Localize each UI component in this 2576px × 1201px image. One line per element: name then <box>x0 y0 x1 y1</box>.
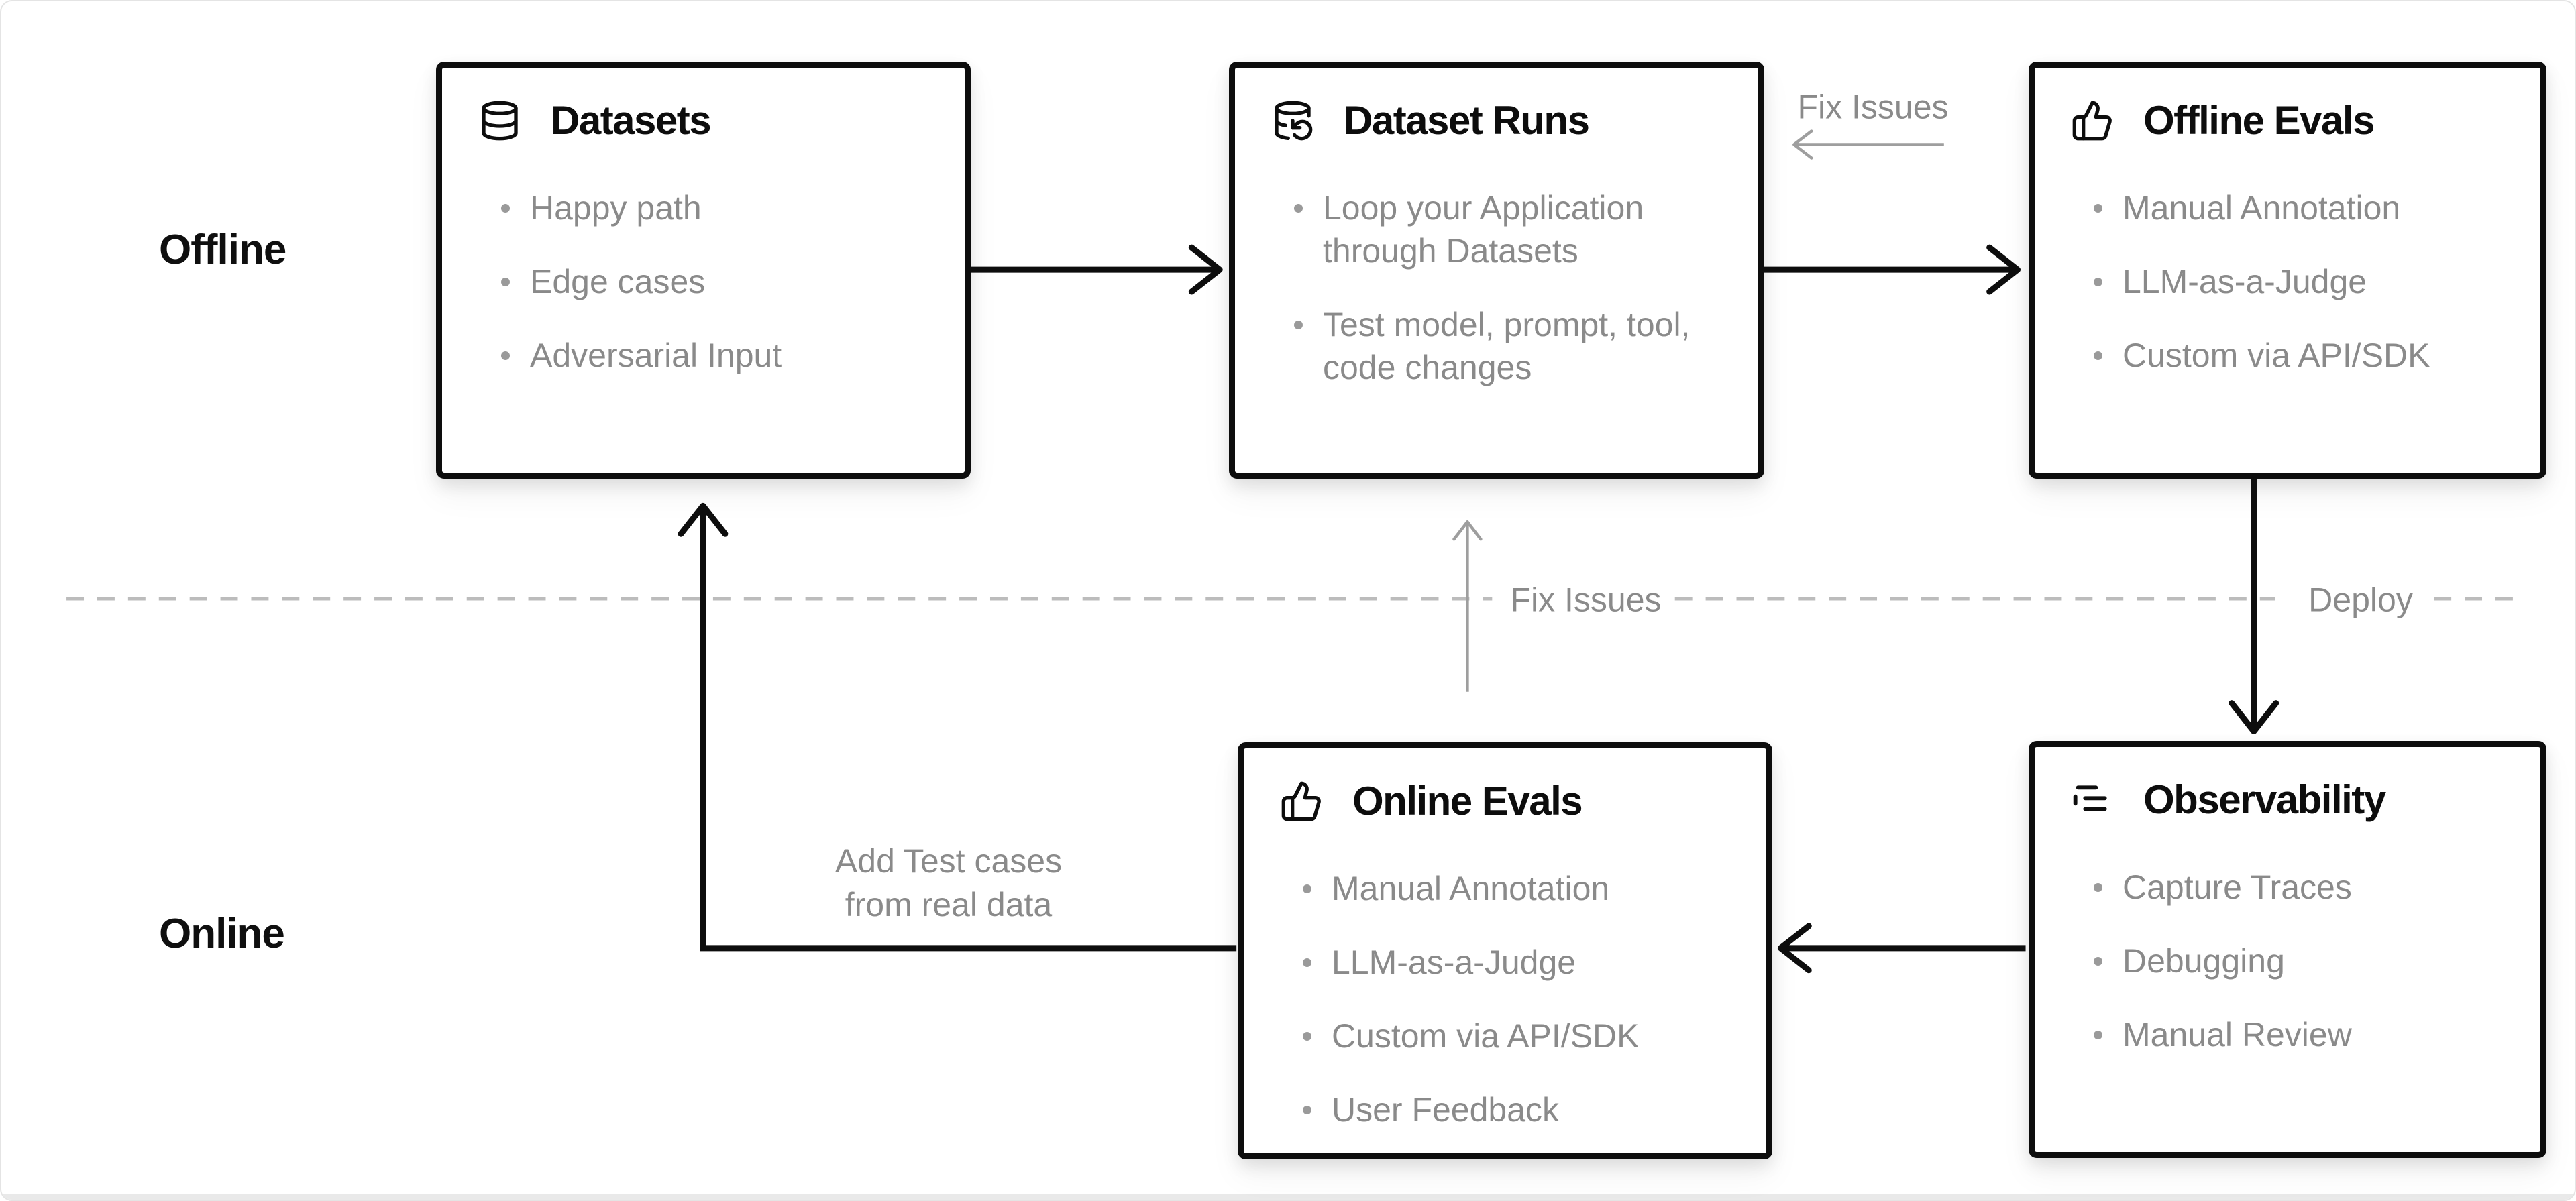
lane-label-offline: Offline <box>159 227 286 273</box>
box-observability-title: Observability <box>2143 777 2386 822</box>
bullet-dot <box>501 278 510 286</box>
lane-label-online: Online <box>159 911 285 957</box>
database-icon <box>478 99 521 142</box>
list-item: Manual Annotation <box>2094 186 2504 229</box>
box-datasets-header: Datasets <box>478 97 928 144</box>
box-dataset-runs-title: Dataset Runs <box>1344 98 1590 143</box>
add-test-cases-line2: from real data <box>845 886 1053 923</box>
thumbs-up-icon <box>1280 780 1323 823</box>
list-item: Debugging <box>2094 939 2504 982</box>
box-datasets: Datasets Happy path Edge cases Adversari… <box>436 62 971 479</box>
bullet-dot <box>1303 1106 1311 1114</box>
deploy-label: Deploy <box>2308 581 2413 619</box>
list-item: Custom via API/SDK <box>2094 334 2504 377</box>
list-item: LLM-as-a-Judge <box>2094 260 2504 303</box>
list-item: Manual Annotation <box>1303 867 1730 910</box>
box-online-evals-title: Online Evals <box>1352 779 1583 823</box>
box-datasets-title: Datasets <box>551 98 712 143</box>
box-dataset-runs-header: Dataset Runs <box>1271 97 1722 144</box>
bullet-dot <box>2094 204 2102 213</box>
list-item: Capture Traces <box>2094 866 2504 909</box>
bullet-dot <box>1303 884 1311 893</box>
bullet-dot <box>1294 204 1303 213</box>
database-refresh-icon <box>1271 99 1314 142</box>
box-observability-header: Observability <box>2071 777 2504 823</box>
list-item: Edge cases <box>501 260 928 303</box>
box-observability: Observability Capture Traces Debugging M… <box>2029 741 2546 1158</box>
thumbs-up-icon <box>2071 99 2114 142</box>
bullet-dot <box>2094 883 2102 892</box>
bullet-dot <box>2094 278 2102 286</box>
box-offline-evals-header: Offline Evals <box>2071 97 2504 144</box>
list-item: Adversarial Input <box>501 334 928 377</box>
list-item: Custom via API/SDK <box>1303 1015 1730 1057</box>
bullet-dot <box>1294 321 1303 329</box>
bullet-dot <box>2094 957 2102 966</box>
list-item: LLM-as-a-Judge <box>1303 941 1730 984</box>
bullet-dot <box>501 204 510 213</box>
box-offline-evals: Offline Evals Manual Annotation LLM-as-a… <box>2029 62 2546 479</box>
box-online-evals-header: Online Evals <box>1280 778 1730 824</box>
box-dataset-runs: Dataset Runs Loop your Application throu… <box>1229 62 1764 479</box>
list-item: Manual Review <box>2094 1013 2504 1056</box>
bottom-edge-divider <box>1 1194 2575 1200</box>
bullet-dot <box>2094 1031 2102 1039</box>
bullet-dot <box>501 351 510 360</box>
fix-issues-top-label: Fix Issues <box>1797 88 1949 126</box>
add-test-cases-line1: Add Test cases <box>835 842 1063 880</box>
add-test-cases-label: Add Test cases from real data <box>761 840 1136 927</box>
box-offline-evals-title: Offline Evals <box>2143 98 2375 143</box>
list-item: Happy path <box>501 186 928 229</box>
box-online-evals: Online Evals Manual Annotation LLM-as-a-… <box>1238 742 1772 1159</box>
list-tree-icon <box>2071 779 2114 821</box>
list-item: User Feedback <box>1303 1088 1730 1131</box>
list-item: Test model, prompt, tool, code changes <box>1294 303 1722 389</box>
bullet-dot <box>1303 1032 1311 1041</box>
bullet-dot <box>2094 351 2102 360</box>
bullet-dot <box>1303 958 1311 967</box>
list-item: Loop your Application through Datasets <box>1294 186 1722 272</box>
fix-issues-middle-label: Fix Issues <box>1510 581 1662 619</box>
